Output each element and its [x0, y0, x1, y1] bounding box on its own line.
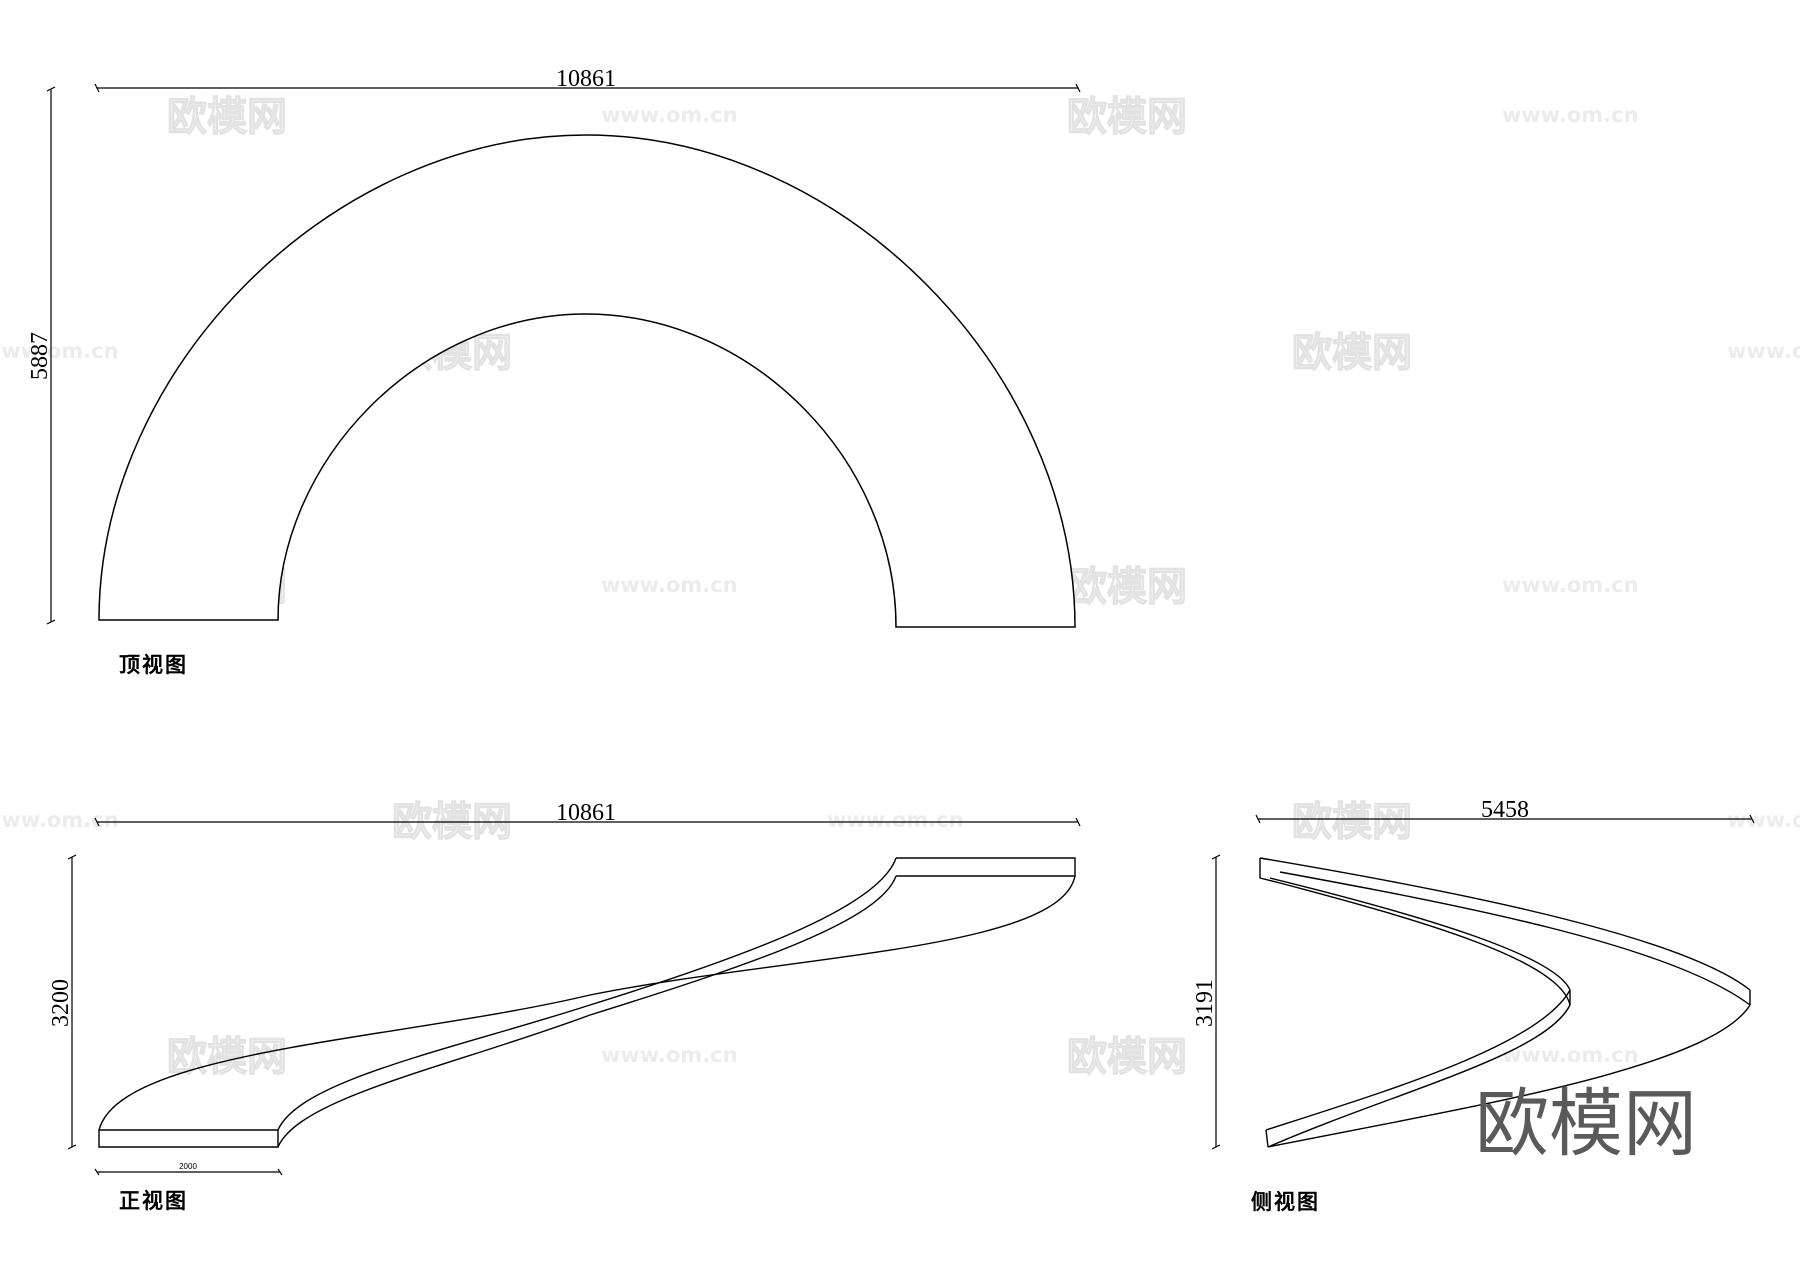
side-view: 5458 3191 侧视图 — [1192, 797, 1755, 1214]
watermark-brand: 欧模网 — [1292, 799, 1412, 845]
watermark-url: www.om.cn — [827, 808, 964, 832]
front-view-step-label: 2000 — [179, 1162, 197, 1171]
top-view-arch-shape — [98, 134, 1076, 628]
top-view-caption: 顶视图 — [119, 652, 188, 677]
watermark-url: www.om.cn — [0, 339, 119, 363]
side-view-spiral-shape — [1259, 857, 1751, 1148]
watermark-brand: 欧模网 — [167, 1034, 287, 1080]
watermark-brand: 欧模网 — [1292, 330, 1412, 376]
side-view-caption: 侧视图 — [1251, 1189, 1320, 1214]
front-view-width-label: 10861 — [556, 800, 616, 826]
front-view-height-label: 3200 — [48, 979, 74, 1027]
front-view: 10861 3200 2000 正视图 — [48, 800, 1081, 1213]
watermark-url: www.om.cn — [0, 808, 119, 832]
side-view-height-label: 3191 — [1192, 979, 1218, 1027]
watermark-url: www.om.cn — [601, 103, 738, 127]
watermark-url: www.om.cn — [1727, 808, 1800, 832]
watermark-url: www.om.cn — [1502, 1043, 1639, 1067]
side-view-height-dimension: 3191 — [1192, 854, 1221, 1150]
top-view: 10861 5887 顶视图 — [27, 66, 1081, 677]
watermark-url: www.om.cn — [1502, 103, 1639, 127]
watermark-brand: 欧模网 — [1067, 1034, 1187, 1080]
watermark-brand: 欧模网 — [1067, 564, 1187, 610]
front-view-width-dimension: 10861 — [94, 800, 1081, 827]
watermark-brand: 欧模网 — [167, 94, 287, 140]
top-view-width-label: 10861 — [556, 66, 616, 92]
side-view-width-dimension: 5458 — [1255, 797, 1755, 824]
top-view-width-dimension: 10861 — [94, 66, 1081, 93]
watermark-logo: 欧模网 — [1475, 1081, 1697, 1167]
watermark-url: www.om.cn — [601, 573, 738, 597]
side-view-width-label: 5458 — [1481, 797, 1529, 823]
top-view-height-label: 5887 — [27, 332, 53, 380]
top-view-height-dimension: 5887 — [27, 86, 56, 625]
front-view-caption: 正视图 — [119, 1188, 188, 1213]
watermark-brand: 欧模网 — [1067, 94, 1187, 140]
watermark-url: www.om.cn — [1727, 339, 1800, 363]
watermark-url: www.om.cn — [601, 1043, 738, 1067]
front-view-step-dimension: 2000 — [94, 1162, 283, 1176]
watermark-url: www.om.cn — [1502, 573, 1639, 597]
front-view-height-dimension: 3200 — [48, 854, 77, 1150]
front-view-spiral-shape — [98, 857, 1076, 1148]
